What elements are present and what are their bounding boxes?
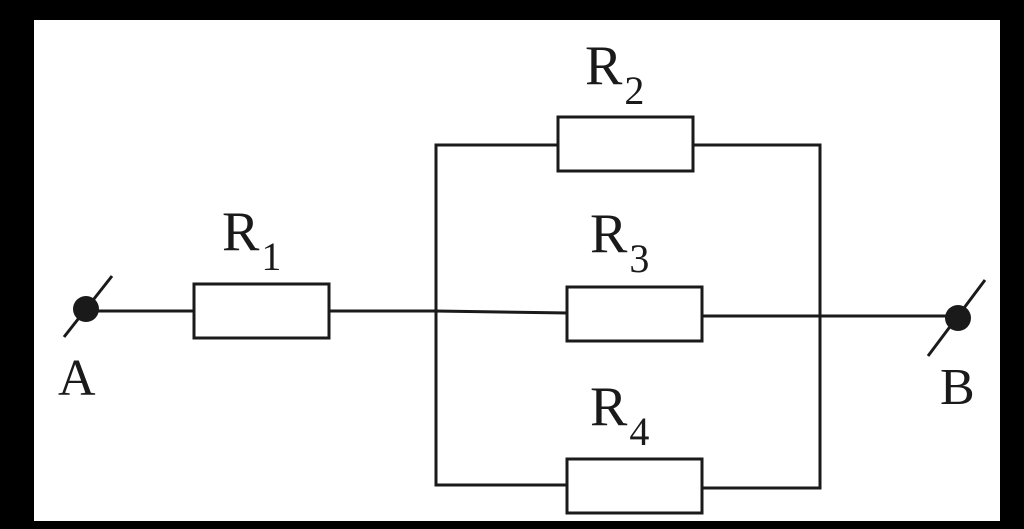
terminal-b: B	[926, 279, 987, 416]
resistor-r4-body	[565, 457, 704, 515]
resistor-r3-label: R3	[590, 203, 649, 281]
resistor-r4-label: R4	[590, 376, 649, 454]
resistor-r4: R4	[565, 376, 704, 515]
resistor-r2: R2	[556, 35, 695, 173]
terminal-b-label: B	[940, 359, 975, 416]
terminal-a-dot	[73, 296, 99, 322]
terminal-a-label: A	[58, 350, 96, 407]
resistor-r3: R3	[565, 203, 704, 343]
resistor-r1-body	[192, 282, 331, 340]
wire-mid-left	[434, 309, 569, 315]
resistor-r1-label: R1	[222, 201, 281, 279]
resistor-r3-body	[565, 285, 704, 343]
resistor-r1: R1	[192, 201, 331, 340]
wires	[84, 143, 960, 490]
terminal-b-dot	[945, 305, 971, 331]
resistor-r2-label: R2	[585, 35, 644, 113]
terminal-a: A	[58, 275, 114, 407]
resistor-r2-body	[556, 115, 695, 173]
diagram-canvas	[34, 20, 1000, 521]
